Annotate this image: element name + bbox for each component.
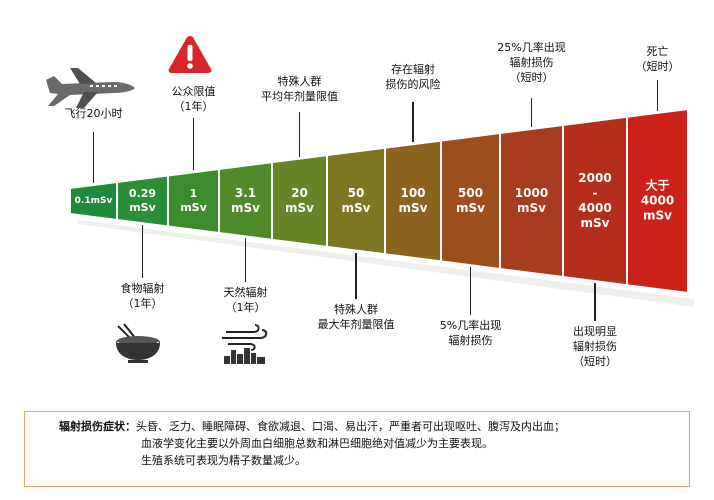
symptom-info-box: 辐射损伤症状：头昏、乏力、睡眠障碍、食欲减退、口渴、易出汗，严重者可出现呕吐、腹… — [24, 411, 690, 487]
above-label-line: 存在辐射 — [391, 63, 435, 76]
above-label-line: 辐射损伤 — [509, 56, 554, 69]
below-label-4: 出现明显辐射损伤 （短时） — [573, 324, 617, 369]
above-label-line: 损伤的风险 — [385, 78, 441, 91]
below-connector-2 — [355, 252, 357, 299]
above-label-line: 死亡 — [646, 45, 669, 58]
below-label-line: 食物辐射 — [120, 282, 165, 295]
below-label-line: 5%几率出现 — [439, 319, 502, 332]
dose-segment-label-line: mSv — [643, 208, 672, 223]
above-label-5: 死亡 （短时） — [636, 44, 680, 74]
above-label-2: 特殊人群平均年剂量限值 — [261, 74, 338, 104]
below-label-0: 食物辐射 （1年） — [121, 281, 165, 311]
below-label-line: 出现明显 — [573, 325, 617, 338]
wind-city-icon — [222, 324, 268, 364]
above-connector-3 — [412, 102, 414, 143]
dose-segment-label-line: 20 — [291, 186, 308, 200]
above-label-line: 特殊人群 — [277, 75, 322, 88]
dose-segment-label-line: mSv — [580, 216, 610, 230]
above-label-1: 公众限值 （1年） — [172, 84, 216, 114]
dose-segment-label-line: 0.29 — [128, 187, 157, 200]
below-connector-0 — [141, 225, 144, 278]
below-label-line: 特殊人群 — [334, 303, 378, 316]
above-connector-5 — [656, 80, 659, 111]
dose-segment-label-line: mSv — [341, 201, 371, 215]
dose-segment-label-line: 1 — [189, 187, 198, 200]
symptom-line-3: 生殖系统可表现为精子数量减少。 — [141, 454, 306, 467]
above-connector-2 — [298, 112, 301, 157]
symptom-line-2: 血液学变化主要以外周血白细胞总数和淋巴细胞绝对值减少为主要表现。 — [141, 437, 493, 450]
dose-segment-label-line: - — [592, 186, 598, 200]
dose-segment-label-0: 0.1mSv — [75, 195, 113, 207]
below-connector-4 — [594, 283, 596, 321]
dose-segment-label-line: 4000 — [640, 193, 675, 208]
dose-segment-label-line: 100 — [400, 186, 426, 200]
above-connector-4 — [530, 98, 533, 127]
below-label-line: 天然辐射 — [223, 286, 268, 299]
below-label-line: 辐射损伤 — [573, 340, 617, 353]
below-label-2: 特殊人群最大年剂量限值 — [318, 302, 395, 332]
dose-segment-label-line: mSv — [456, 201, 485, 215]
above-label-3: 存在辐射损伤的风险 — [386, 62, 441, 92]
above-label-line: 公众限值 — [171, 85, 216, 98]
dose-segment-label-line: 500 — [457, 186, 484, 200]
above-label-line: 25%几率出现 — [497, 41, 566, 54]
airplane-icon — [46, 68, 135, 108]
food-bowl-icon — [116, 323, 160, 363]
dose-segment-label-line: mSv — [129, 201, 156, 214]
above-connector-0 — [92, 132, 95, 183]
dose-segment-label-line: mSv — [517, 201, 546, 215]
below-label-line: （短时） — [573, 355, 617, 368]
above-label-line: （1年） — [173, 100, 214, 113]
below-label-line: 辐射损伤 — [448, 334, 493, 347]
dose-segment-label-line: 4000 — [578, 201, 612, 215]
above-label-line: 平均年剂量限值 — [261, 90, 338, 103]
dose-segment-label-line: 2000 — [578, 171, 612, 185]
dose-segment-label-line: mSv — [398, 201, 428, 215]
below-connector-3 — [469, 267, 472, 315]
below-label-line: （1年） — [122, 297, 163, 310]
above-label-line: 飞行20小时 — [64, 107, 123, 120]
dose-segment-label-line: 50 — [347, 186, 365, 200]
below-label-1: 天然辐射 （1年） — [224, 285, 268, 315]
above-label-line: （短时） — [509, 71, 554, 84]
dose-segment-label-line: 0.1mSv — [74, 196, 113, 206]
below-label-3: 5%几率出现辐射损伤 — [440, 318, 501, 348]
below-label-line: 最大年剂量限值 — [317, 318, 395, 331]
above-connector-1 — [192, 118, 195, 171]
dose-segment-10 — [626, 107, 689, 295]
symptom-line-1: 头昏、乏力、睡眠障碍、食欲减退、口渴、易出汗，严重者可出现呕吐、腹泻及内出血； — [136, 420, 565, 433]
warning-icon — [168, 36, 212, 73]
above-label-0: 飞行20小时 — [65, 106, 123, 121]
dose-segment-label-line: 大于 — [645, 178, 670, 193]
above-label-4: 25%几率出现辐射损伤 （短时） — [497, 40, 565, 85]
dose-segment-label-line: mSv — [231, 201, 260, 215]
below-connector-1 — [244, 238, 247, 282]
symptom-label: 辐射损伤症状： — [59, 420, 136, 433]
dose-segment-label-line: 1000 — [514, 186, 549, 200]
dose-segment-label-line: mSv — [285, 201, 314, 215]
bar-shadow — [78, 220, 694, 307]
above-label-line: （短时） — [635, 60, 680, 73]
below-label-line: （1年） — [225, 301, 266, 314]
dose-segment-label-line: mSv — [180, 201, 207, 214]
dose-segment-label-line: 3.1 — [234, 186, 257, 200]
